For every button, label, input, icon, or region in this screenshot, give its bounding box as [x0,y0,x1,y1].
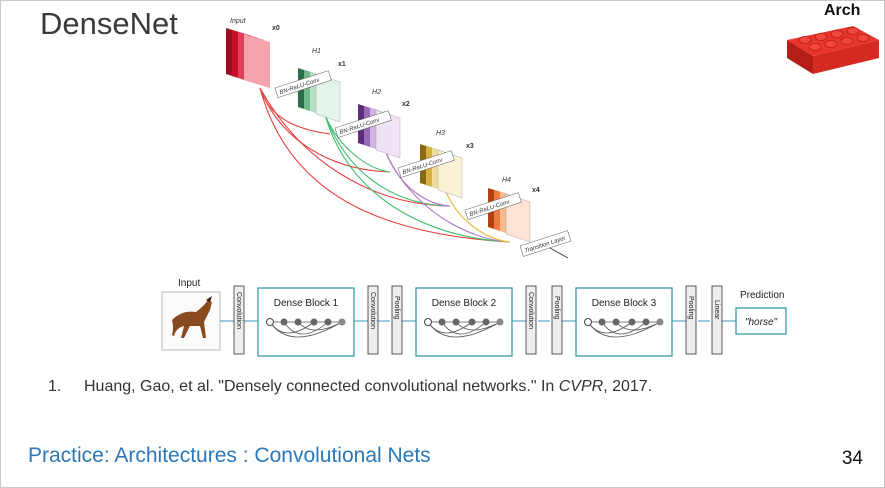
reference-text: Huang, Gao, et al. "Densely connected co… [84,378,559,395]
svg-text:Convolution: Convolution [235,292,242,329]
pipeline-input-label: Input [178,278,200,289]
svg-text:Pooling: Pooling [687,296,694,319]
svg-text:Convolution: Convolution [369,292,376,329]
reference-venue: CVPR [558,378,604,395]
input-label: Input [230,18,247,25]
dense-block-1: Dense Block 1 [257,287,355,357]
densenet-pipeline-diagram: Input Convolution Dense Block 1 [161,278,787,357]
prediction-box: "horse" [735,307,787,335]
svg-text:Pooling: Pooling [393,296,400,319]
x1-label: x1 [338,61,346,68]
reference-year: , 2017. [603,378,653,395]
reference-number: 1. [48,378,62,395]
op-bar-convolution-3: Convolution [525,285,537,355]
h2-label: H2 [372,89,381,96]
svg-text:"horse": "horse" [745,317,778,328]
svg-text:Pooling: Pooling [553,296,560,319]
dense-block-diagram: Input x0 H1 x1 BN-ReLU-Conv H2 x2 BN-ReL… [226,18,572,259]
dense-connections [259,87,511,243]
svg-text:Dense Block 3: Dense Block 3 [592,298,657,309]
x3-label: x3 [466,143,474,150]
h3-label: H3 [436,130,445,137]
lego-brick-icon [787,26,879,74]
op-bar-linear: Linear [711,285,723,355]
op-bar-convolution-2: Convolution [367,285,379,355]
input-feature-stack [226,28,270,88]
h4-label: H4 [502,177,511,184]
op-bar-convolution-1: Convolution [233,285,245,355]
svg-text:Convolution: Convolution [527,292,534,329]
reference-citation: 1. Huang, Gao, et al. "Densely connected … [48,378,652,396]
x2-label: x2 [402,101,410,108]
op-bar-pooling-3: Pooling [685,285,697,355]
prediction-label: Prediction [740,290,784,301]
dense-block-3: Dense Block 3 [575,287,673,357]
svg-text:Linear: Linear [713,300,720,320]
x4-label: x4 [532,187,540,194]
page-number: 34 [841,448,863,469]
stage-3-stack [420,144,463,199]
op-bar-pooling-2: Pooling [551,285,563,355]
stage-2-stack [358,104,401,159]
x0-label: x0 [272,25,280,32]
horse-image [161,291,221,351]
op-bar-pooling-1: Pooling [391,285,403,355]
dense-block-2: Dense Block 2 [415,287,513,357]
arch-tag: Arch [824,2,861,19]
h1-label: H1 [312,48,321,55]
footer-section-title: Practice: Architectures : Convolutional … [28,444,431,467]
svg-text:Dense Block 1: Dense Block 1 [274,298,339,309]
svg-text:Dense Block 2: Dense Block 2 [432,298,497,309]
slide-title: DenseNet [40,6,178,41]
